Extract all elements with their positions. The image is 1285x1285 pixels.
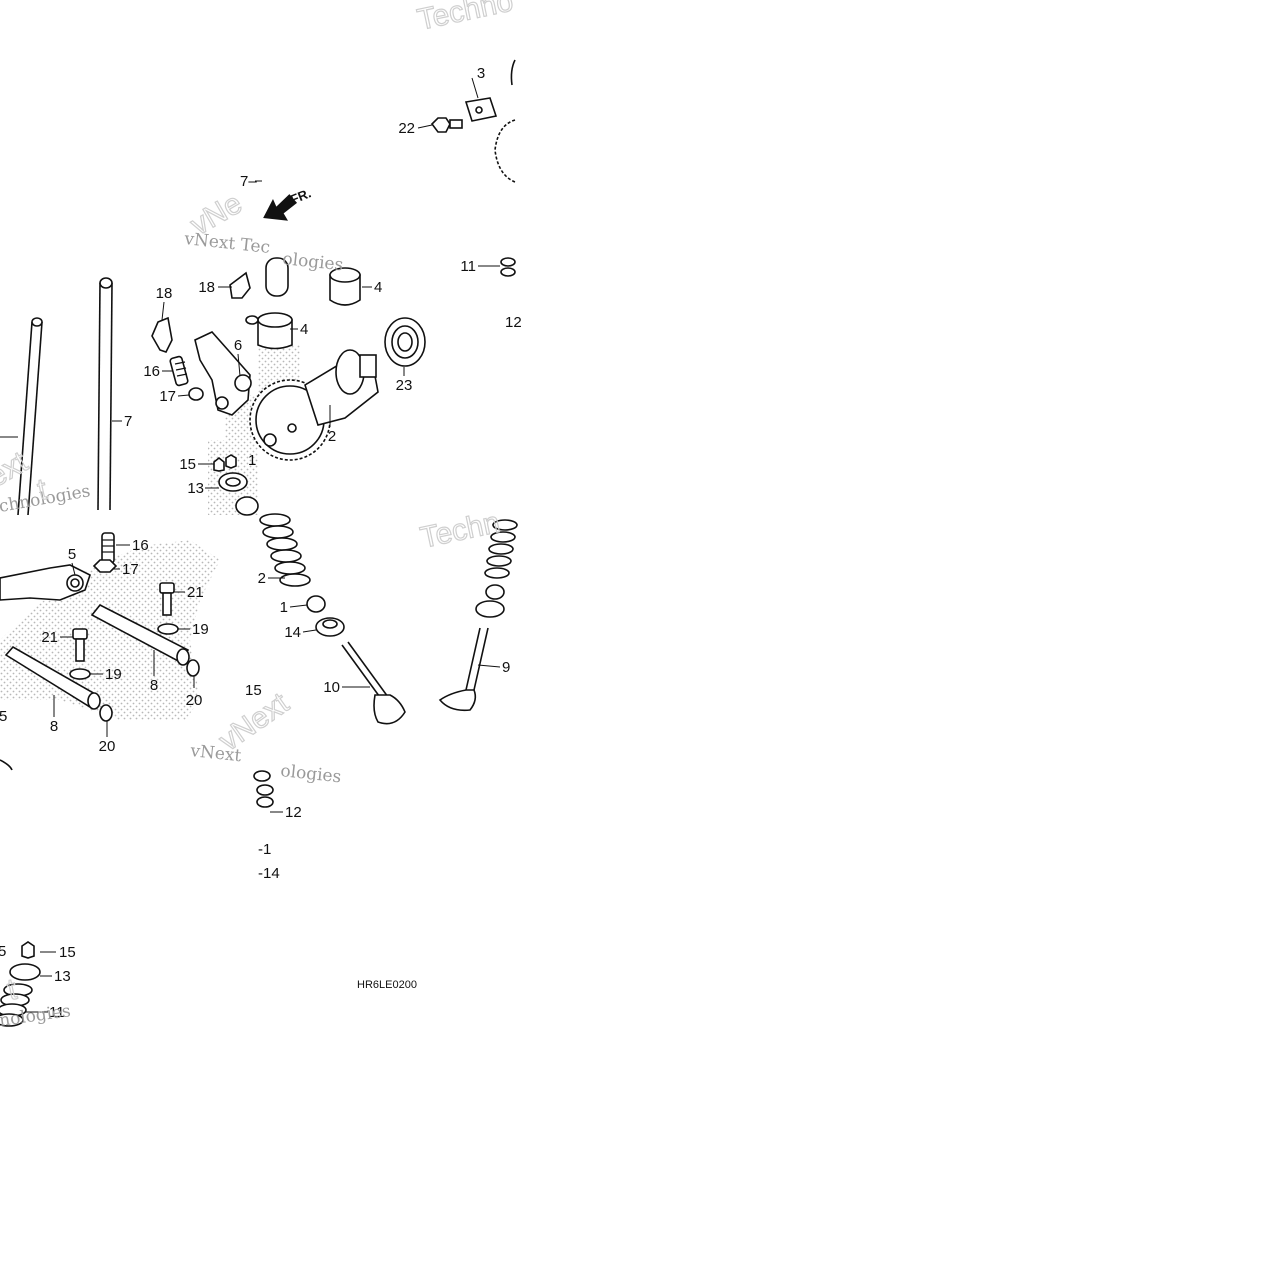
leader-lines — [25, 77, 501, 1013]
adjusting-screw-16-mid — [169, 355, 189, 387]
watermark-techno-top: Techno — [415, 0, 516, 37]
rocker-pin-top — [265, 257, 289, 297]
guide-plate-18-right — [229, 271, 251, 299]
callout-21-upper: 21 — [187, 584, 204, 601]
callout-1-lower: -1 — [258, 841, 271, 858]
callout-labels: 3 22 7– 11 12 4 4 18 18 6 16 17 23 2 7 1… — [0, 65, 522, 1021]
callout-19-lower: 19 — [105, 666, 122, 683]
callout-1-center: 1 — [280, 599, 288, 616]
valve-spring-stack-lower-left — [0, 759, 41, 1027]
bolt-21-lower — [72, 628, 88, 662]
cam-sprocket-edge — [494, 119, 516, 183]
callout-8-lower: 8 — [50, 718, 58, 735]
o-ring-20-lower — [99, 704, 113, 722]
callout-15-bottom: 15 — [59, 944, 76, 961]
camshaft-2 — [249, 349, 379, 461]
callout-10: 10 — [323, 679, 340, 696]
tile-camshaft — [245, 257, 426, 461]
callout-12-lower: 12 — [285, 804, 302, 821]
callout-12-top: 12 — [505, 314, 522, 331]
callout-7: 7 — [124, 413, 132, 430]
callout-22: 22 — [398, 120, 415, 137]
intake-valve-9 — [438, 627, 489, 712]
guide-plate-18-left — [151, 316, 173, 353]
callout-2-spring: 2 — [258, 570, 266, 587]
valve-spring-right — [475, 519, 518, 618]
callout-21-lower: 21 — [41, 629, 58, 646]
tile-valves — [253, 513, 518, 808]
bearing-23 — [384, 317, 426, 367]
tile-upper-right — [263, 59, 516, 277]
direction-label: FR. — [288, 185, 313, 207]
adjusting-screw-16 — [92, 532, 118, 573]
watermark-ologies-top: ologies — [281, 249, 344, 275]
valve-spring-2-center — [259, 513, 311, 587]
exhaust-valve-10 — [341, 641, 406, 725]
callout-17-lower: 17 — [122, 561, 139, 578]
callout-5-bottom: 5 — [0, 943, 6, 960]
pushrod-7-right — [97, 277, 113, 511]
callout-15-edge: 15 — [245, 682, 262, 699]
callout-14-center: 14 — [284, 624, 301, 641]
callout-8-upper: 8 — [150, 677, 158, 694]
callout-5-edge: 5 — [0, 708, 7, 725]
cotters-15-mid — [213, 454, 237, 472]
callout-1-mid: 1 — [248, 452, 256, 469]
washer-19-lower — [69, 668, 91, 680]
callout-20-lower: 20 — [99, 738, 116, 755]
callout-3: 3 — [477, 65, 485, 82]
lock-nut-17-mid — [188, 387, 204, 401]
pushrod-7-left — [17, 317, 43, 516]
flange-bolt-22 — [430, 117, 463, 133]
rocker-shaft-8-lower — [4, 645, 101, 710]
dowel-pin-4-lower — [245, 312, 293, 350]
callout-6: 6 — [234, 337, 242, 354]
callout-17-mid: 17 — [159, 388, 176, 405]
callout-14-lower: -14 — [258, 865, 280, 882]
callout-16-mid: 16 — [143, 363, 160, 380]
washer-19-upper — [157, 623, 179, 635]
spring-retainer-13-mid-hole — [225, 477, 241, 487]
spring-stack-lower-center — [253, 770, 274, 808]
callout-13-bottom: 13 — [54, 968, 71, 985]
tile-lower-left — [0, 532, 220, 1027]
callout-9: 9 — [502, 659, 510, 676]
drawing-code: HR6LE0200 — [357, 979, 417, 991]
setting-plate-3 — [464, 97, 498, 122]
bolt-21-upper — [159, 582, 175, 616]
rocker-shaft-8-upper — [90, 603, 190, 666]
tile-pushrods — [0, 271, 259, 516]
callout-13-mid: 13 — [187, 480, 204, 497]
spring-stack-upper-right — [500, 257, 516, 277]
rocker-arm-5 — [0, 564, 91, 601]
callout-5-lower: 5 — [68, 546, 76, 563]
callout-4-lower: 4 — [300, 321, 308, 338]
callout-18-right: 18 — [198, 279, 215, 296]
front-direction-arrow-icon — [263, 194, 298, 221]
callout-4-upper: 4 — [374, 279, 382, 296]
callout-7-top: 7– — [240, 173, 257, 190]
callout-19-upper: 19 — [192, 621, 209, 638]
rocker-arm-6 — [194, 331, 252, 416]
watermark-ologies-lower: ologies — [279, 761, 342, 787]
stem-seal-14-center — [315, 617, 345, 637]
dowel-pin-4-upper — [329, 267, 361, 306]
callout-11-top: 11 — [460, 258, 476, 275]
callout-18-left: 18 — [156, 285, 173, 302]
callout-23: 23 — [396, 377, 413, 394]
o-ring-20-upper — [186, 659, 200, 677]
watermark-ext-left: ext — [0, 445, 34, 494]
callout-15-mid: 15 — [179, 456, 196, 473]
callout-2-cam: 2 — [328, 428, 336, 445]
spring-seat-1-center — [306, 595, 326, 613]
spring-top-mid — [235, 496, 259, 516]
callout-11-bottom: 11 — [49, 1004, 65, 1021]
cover-edge — [510, 59, 516, 86]
callout-20-upper: 20 — [186, 692, 203, 709]
callout-16-lower: 16 — [132, 537, 149, 554]
